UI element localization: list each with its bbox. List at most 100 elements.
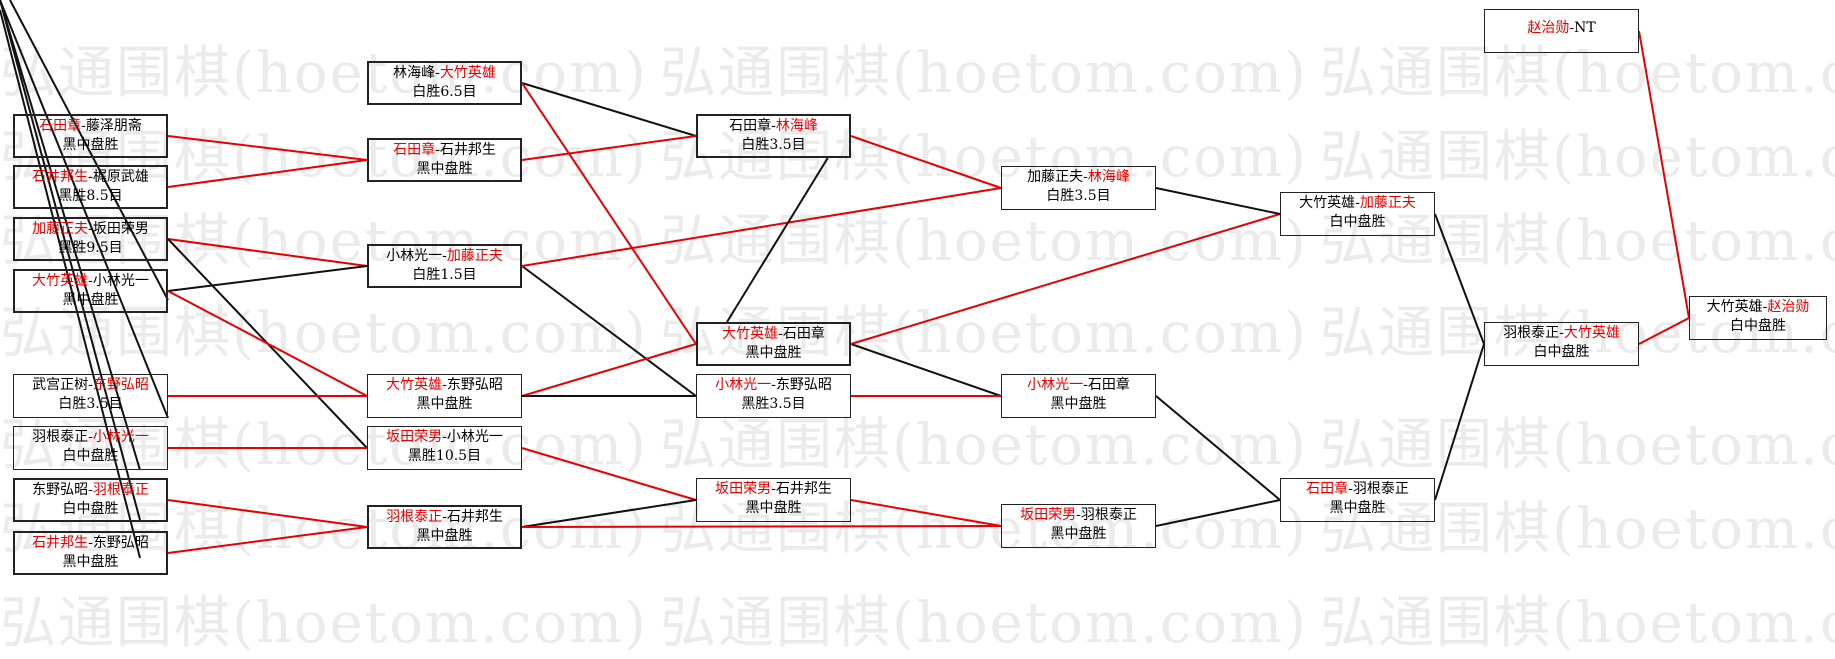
separator: - bbox=[1355, 195, 1360, 211]
match-box: 林海峰-大竹英雄白胜6.5目 bbox=[367, 61, 522, 105]
player-1: 东野弘昭 bbox=[32, 482, 89, 498]
match-result: 黑中盘胜 bbox=[1329, 500, 1386, 516]
match-box: 大竹英雄-石田章黑中盘胜 bbox=[696, 322, 851, 366]
match-result: 黑中盘胜 bbox=[1050, 396, 1107, 412]
match-players: 羽根泰正-小林光一 bbox=[14, 428, 167, 447]
match-result: 黑胜10.5目 bbox=[407, 448, 482, 464]
player-1: 石井邦生 bbox=[32, 535, 89, 551]
match-players: 东野弘昭-羽根泰正 bbox=[15, 481, 166, 500]
player-1: 赵治勋 bbox=[1527, 20, 1570, 36]
player-1: 小林光一 bbox=[386, 248, 443, 264]
separator: - bbox=[88, 273, 93, 289]
separator: - bbox=[771, 377, 776, 393]
match-result: 黑中盘胜 bbox=[416, 396, 473, 412]
player-2: 东野弘昭 bbox=[446, 377, 503, 393]
player-2: 加藤正夫 bbox=[446, 248, 503, 264]
match-box: 武宫正树-东野弘昭白胜3.5目 bbox=[13, 374, 168, 418]
match-box: 石田章-羽根泰正黑中盘胜 bbox=[1280, 478, 1435, 522]
player-2: 梶原武雄 bbox=[92, 169, 149, 185]
connector-line bbox=[167, 238, 368, 267]
bracket-lines bbox=[0, 0, 1690, 559]
separator: - bbox=[88, 169, 93, 185]
match-result: 黑中盘胜 bbox=[1050, 526, 1107, 542]
match-box: 大竹英雄-赵治勋白中盘胜 bbox=[1689, 296, 1827, 340]
match-players: 石田章-羽根泰正 bbox=[1281, 480, 1434, 499]
separator: - bbox=[1762, 299, 1768, 315]
player-2: 加藤正夫 bbox=[1359, 195, 1416, 211]
player-1: 大竹英雄 bbox=[386, 377, 443, 393]
match-result: 白中盘胜 bbox=[1730, 318, 1786, 334]
player-1: 石田章 bbox=[729, 118, 772, 134]
player-2: 羽根泰正 bbox=[1352, 481, 1409, 497]
separator: - bbox=[442, 509, 447, 525]
connector-line bbox=[850, 135, 1002, 189]
match-players: 赵治勋-NT bbox=[1485, 11, 1638, 45]
player-2: 东野弘昭 bbox=[92, 535, 149, 551]
connector-line bbox=[0, 0, 169, 419]
match-box: 石田章-石井邦生黑中盘胜 bbox=[367, 138, 522, 182]
connector-line bbox=[167, 159, 368, 188]
player-2: 羽根泰正 bbox=[92, 482, 149, 498]
match-players: 大竹英雄-东野弘昭 bbox=[368, 376, 521, 395]
player-2: 林海峰 bbox=[775, 118, 818, 134]
separator: - bbox=[1076, 507, 1081, 523]
separator: - bbox=[88, 377, 93, 393]
match-result: 白胜1.5目 bbox=[412, 267, 477, 283]
connector-line bbox=[167, 526, 368, 554]
match-result: 白胜3.5目 bbox=[1046, 188, 1111, 204]
connector-line bbox=[521, 265, 697, 397]
match-players: 羽根泰正-石井邦生 bbox=[369, 508, 520, 527]
player-1: 羽根泰正 bbox=[386, 509, 443, 525]
separator: - bbox=[778, 326, 783, 342]
match-players: 大竹英雄-加藤正夫 bbox=[1281, 194, 1434, 213]
match-box: 石井邦生-东野弘昭黑中盘胜 bbox=[13, 531, 168, 575]
player-1: 加藤正夫 bbox=[1027, 169, 1084, 185]
player-2: 藤泽朋斋 bbox=[85, 118, 142, 134]
match-players: 大竹英雄-赵治勋 bbox=[1690, 298, 1826, 317]
player-2: 大竹英雄 bbox=[439, 65, 496, 81]
player-2: 东野弘昭 bbox=[775, 377, 832, 393]
separator: - bbox=[771, 118, 776, 134]
match-box: 加藤正夫-林海峰白胜3.5目 bbox=[1001, 166, 1156, 210]
connector-line bbox=[167, 135, 368, 161]
connector-line bbox=[1434, 343, 1485, 501]
connector-line bbox=[726, 157, 829, 323]
match-players: 石田章-石井邦生 bbox=[369, 141, 520, 160]
match-result: 黑胜8.5目 bbox=[58, 188, 123, 204]
player-1: 大竹英雄 bbox=[1706, 299, 1763, 315]
player-2: NT bbox=[1574, 20, 1596, 36]
match-box: 坂田荣男-石井邦生黑中盘胜 bbox=[696, 478, 851, 522]
connector-line bbox=[167, 265, 368, 292]
match-box: 赵治勋-NT bbox=[1484, 9, 1639, 53]
match-players: 羽根泰正-大竹英雄 bbox=[1485, 324, 1638, 343]
match-result: 白胜3.5目 bbox=[741, 137, 806, 153]
player-1: 石井邦生 bbox=[32, 169, 89, 185]
match-box: 羽根泰正-石井邦生黑中盘胜 bbox=[367, 505, 522, 549]
connector-line bbox=[521, 187, 1002, 267]
match-box: 石井邦生-梶原武雄黑胜8.5目 bbox=[13, 165, 168, 209]
match-players: 坂田荣男-羽根泰正 bbox=[1002, 506, 1155, 525]
match-result: 黑胜3.5目 bbox=[741, 396, 806, 412]
match-box: 大竹英雄-加藤正夫白中盘胜 bbox=[1280, 192, 1435, 236]
connector-line bbox=[1155, 187, 1281, 215]
match-players: 石田章-藤泽朋斋 bbox=[15, 117, 166, 136]
connector-line bbox=[850, 343, 1002, 397]
match-players: 大竹英雄-石田章 bbox=[698, 325, 849, 344]
match-players: 武宫正树-东野弘昭 bbox=[14, 376, 167, 395]
match-box: 大竹英雄-小林光一黑中盘胜 bbox=[13, 269, 168, 313]
match-result: 白中盘胜 bbox=[62, 501, 119, 517]
player-1: 小林光一 bbox=[715, 377, 772, 393]
player-1: 坂田荣男 bbox=[386, 429, 443, 445]
match-players: 小林光一-石田章 bbox=[1002, 376, 1155, 395]
separator: - bbox=[1559, 325, 1564, 341]
match-result: 黑胜9.5目 bbox=[58, 240, 123, 256]
separator: - bbox=[1083, 377, 1088, 393]
match-result: 黑中盘胜 bbox=[745, 500, 802, 516]
separator: - bbox=[88, 429, 93, 445]
separator: - bbox=[1569, 20, 1575, 36]
player-2: 赵治勋 bbox=[1767, 299, 1810, 315]
player-2: 石井邦生 bbox=[446, 509, 503, 525]
separator: - bbox=[442, 377, 447, 393]
separator: - bbox=[88, 221, 93, 237]
connector-line bbox=[521, 82, 697, 137]
